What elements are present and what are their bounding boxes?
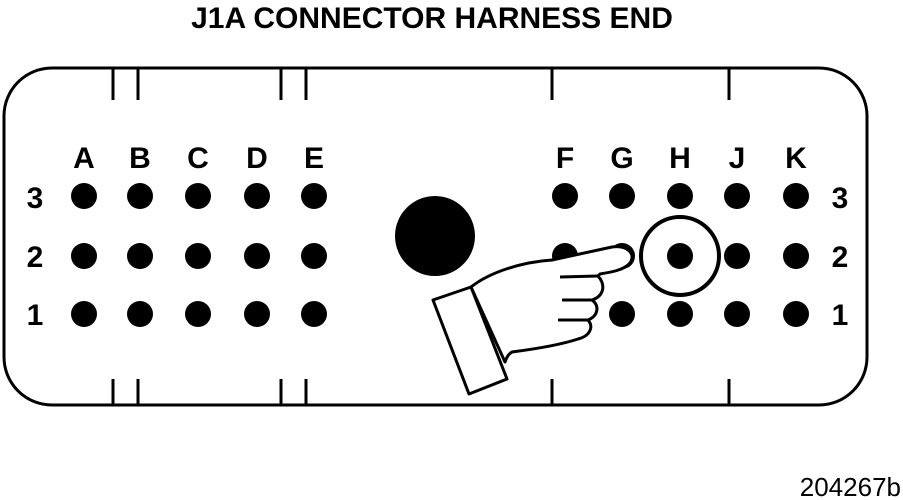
pin-e1 xyxy=(301,301,327,327)
pin-e2 xyxy=(301,243,327,269)
top-keying-ticks xyxy=(111,68,731,100)
pin-a3 xyxy=(71,183,97,209)
pin-f3 xyxy=(552,183,578,209)
pin-b3 xyxy=(127,183,153,209)
row-label-1-right: 1 xyxy=(832,299,849,332)
row-label-3-left: 3 xyxy=(27,182,44,215)
column-label-f: F xyxy=(556,142,574,175)
pin-d3 xyxy=(244,183,270,209)
column-label-k: K xyxy=(785,142,807,175)
pin-grid xyxy=(71,183,809,327)
pin-k2 xyxy=(783,243,809,269)
row-label-2-right: 2 xyxy=(832,241,849,274)
pin-a2 xyxy=(71,243,97,269)
column-label-j: J xyxy=(729,142,746,175)
pin-d1 xyxy=(244,301,270,327)
pin-j1 xyxy=(724,301,750,327)
column-label-b: B xyxy=(129,142,151,175)
column-label-e: E xyxy=(304,142,324,175)
column-label-d: D xyxy=(246,142,268,175)
column-label-h: H xyxy=(669,142,691,175)
pin-e3 xyxy=(301,183,327,209)
hand-cuff xyxy=(431,285,509,396)
pin-k1 xyxy=(783,301,809,327)
column-labels: A B C D E F G H J K xyxy=(73,142,807,175)
bottom-keying-ticks xyxy=(111,379,731,405)
pin-g3 xyxy=(609,183,635,209)
pin-j2 xyxy=(724,243,750,269)
pin-g1 xyxy=(609,301,635,327)
hand-crease xyxy=(559,274,599,279)
pin-h3 xyxy=(667,183,693,209)
column-label-g: G xyxy=(610,142,633,175)
pin-j3 xyxy=(724,183,750,209)
pin-a1 xyxy=(71,301,97,327)
diagram-title: J1A CONNECTOR HARNESS END xyxy=(191,2,673,35)
pin-b2 xyxy=(127,243,153,269)
row-label-3-right: 3 xyxy=(832,182,849,215)
highlighted-pin-ring xyxy=(639,215,721,297)
pin-b1 xyxy=(127,301,153,327)
column-label-c: C xyxy=(187,142,209,175)
figure-id: 204267b xyxy=(800,472,901,500)
alignment-hole xyxy=(395,196,475,276)
pin-h1 xyxy=(667,301,693,327)
pin-c1 xyxy=(185,301,211,327)
connector-housing xyxy=(2,66,869,407)
row-label-1-left: 1 xyxy=(27,299,44,332)
pin-c2 xyxy=(185,243,211,269)
pin-d2 xyxy=(244,243,270,269)
pin-k3 xyxy=(783,183,809,209)
pointing-hand-icon xyxy=(431,245,634,396)
row-label-2-left: 2 xyxy=(27,241,44,274)
row-labels-right: 3 2 1 xyxy=(832,182,849,332)
pin-c3 xyxy=(185,183,211,209)
row-labels-left: 3 2 1 xyxy=(27,182,44,332)
column-label-a: A xyxy=(73,142,95,175)
pin-h2 xyxy=(667,243,693,269)
